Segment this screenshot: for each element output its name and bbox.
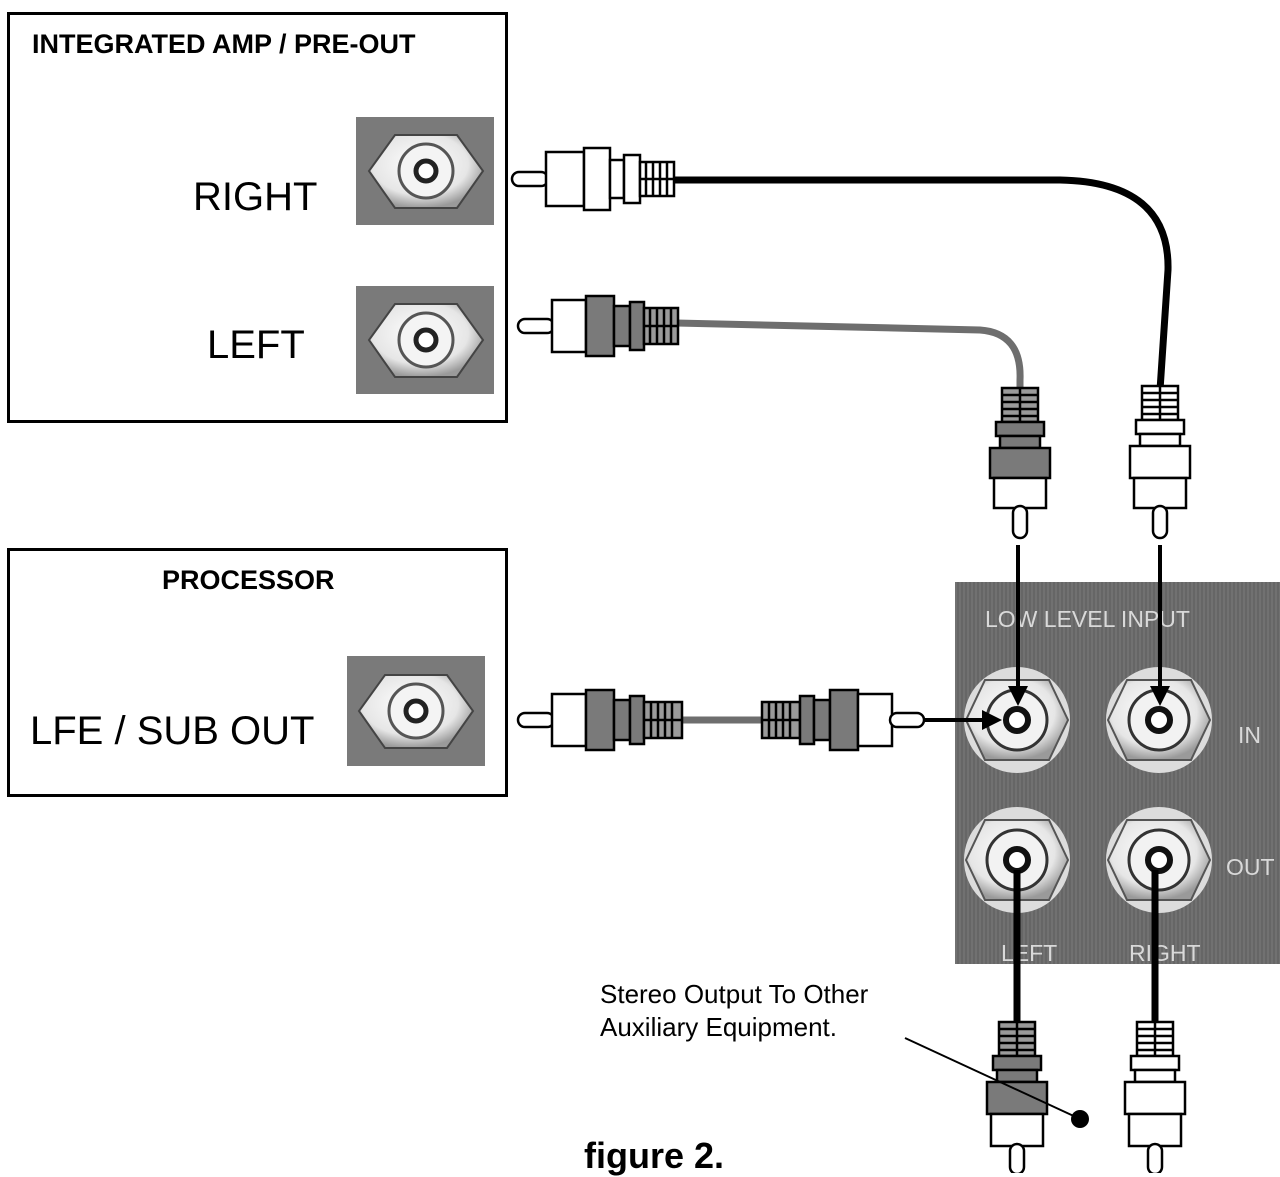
amp-left-jack	[356, 286, 494, 394]
annotation-leader-dot	[1071, 1110, 1089, 1128]
rca-plug-sub-lfe	[762, 690, 924, 750]
rca-plug-amp-right	[512, 148, 674, 210]
rca-plug-aux-left	[987, 1022, 1047, 1173]
right-channel-cable	[672, 180, 1168, 390]
rca-plug-aux-right	[1125, 1022, 1185, 1173]
rca-plug-amp-left	[518, 296, 678, 356]
processor-lfe-jack	[347, 656, 485, 766]
rca-plug-input-left	[990, 388, 1050, 538]
panel-out-right-jack	[1106, 807, 1212, 913]
amp-right-jack	[356, 117, 494, 225]
left-channel-cable	[676, 323, 1020, 390]
rca-plug-input-right	[1130, 386, 1190, 538]
rca-plug-processor	[518, 690, 682, 750]
